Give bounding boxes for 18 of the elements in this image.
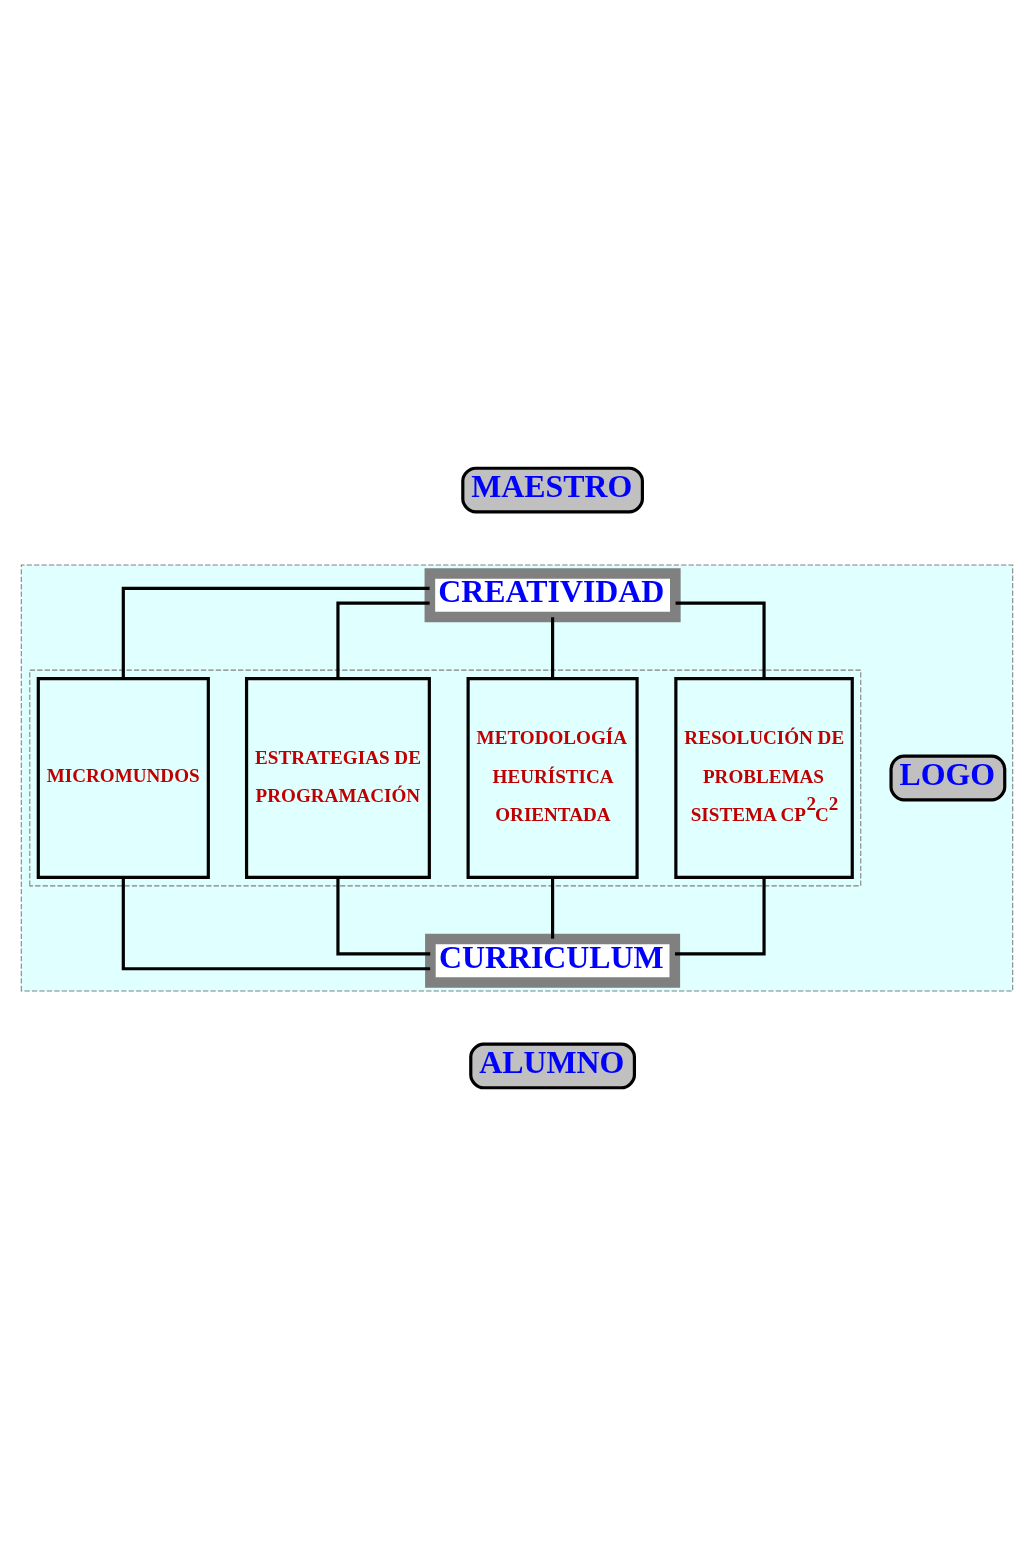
connector <box>336 601 430 678</box>
connector <box>551 876 555 939</box>
node-box: MICROMUNDOS <box>36 676 210 879</box>
node-box: LOGO <box>889 754 1007 801</box>
cluster <box>29 669 862 886</box>
connector <box>551 616 555 679</box>
node-box: CREATIVIDAD <box>424 567 681 622</box>
node-box: ALUMNO <box>469 1042 636 1089</box>
cluster <box>20 563 1014 992</box>
node-box: MAESTRO <box>461 466 644 513</box>
connector <box>336 877 431 955</box>
connector <box>675 877 766 955</box>
connector <box>121 877 431 970</box>
connector <box>675 601 766 678</box>
node-box: METODOLOGÍA HEURÍSTICA ORIENTADA <box>466 676 639 879</box>
node-box: ESTRATEGIAS DE PROGRAMACIÓN <box>244 676 431 879</box>
node-box: CURRICULUM <box>425 933 681 988</box>
connector <box>121 586 430 678</box>
